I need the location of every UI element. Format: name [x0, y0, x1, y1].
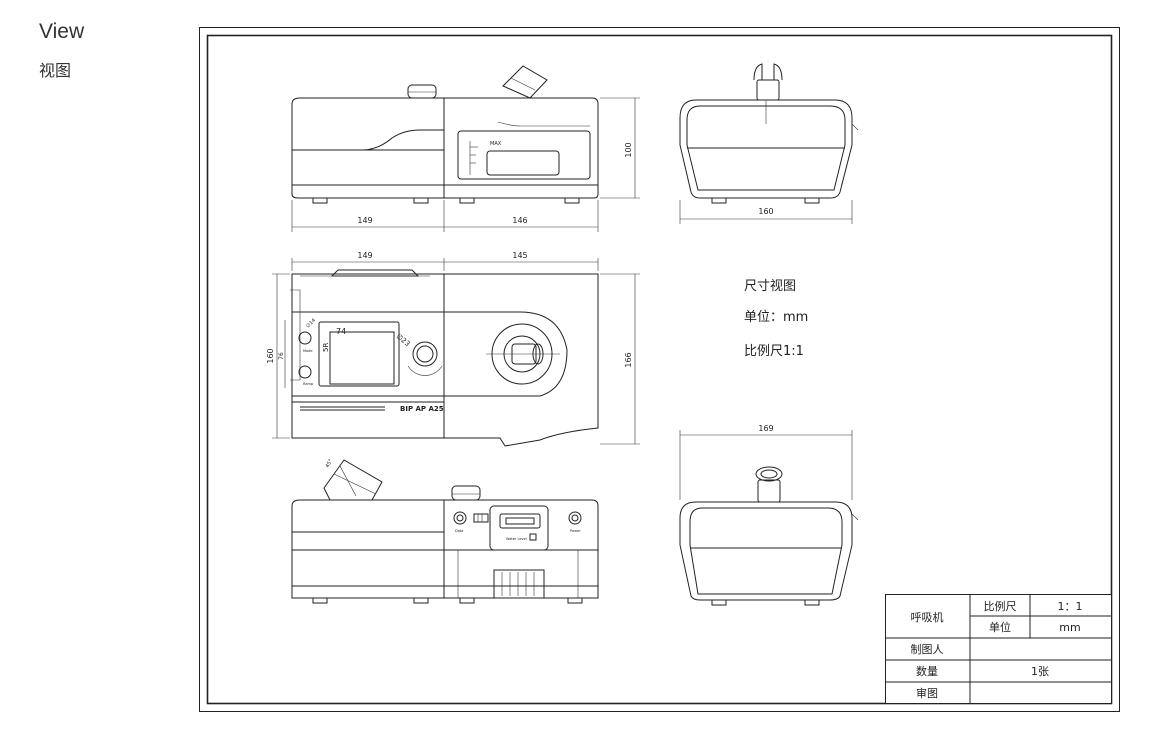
rear-view: 45° Data Water Level Power	[291, 458, 599, 604]
dim-knob: ∅23	[395, 332, 412, 348]
page-title: View	[39, 20, 85, 43]
dim-front-left: 149	[357, 216, 372, 225]
dim-top-left-height: 160	[266, 348, 275, 363]
outer-frame	[199, 27, 1120, 712]
tb-quantity-label: 数量	[916, 665, 938, 678]
dim-top-inner-height: 76	[278, 352, 285, 360]
port-data-label: Data	[455, 529, 463, 533]
dim-top-right: 145	[512, 251, 527, 260]
side-view-bottom: 169	[679, 424, 859, 606]
max-mark: MAX	[490, 141, 502, 147]
dim-tube-angle: 45°	[325, 458, 335, 469]
tb-review-label: 审图	[916, 686, 938, 700]
btn-ramp-label: Ramp	[303, 382, 314, 386]
dim-top-right-height: 166	[624, 352, 633, 367]
front-view: MAX 149 146 100	[291, 65, 640, 232]
inner-frame	[206, 34, 1113, 705]
notes: 尺寸视图 单位：mm 比例尺1:1	[744, 279, 808, 359]
tb-drafter-label: 制图人	[911, 643, 944, 656]
tb-quantity-value: 1张	[1031, 665, 1049, 678]
port-water-label: Water Level	[506, 537, 527, 541]
dim-screen-height: 5R	[322, 343, 330, 352]
brand-label: BIP AP A25	[400, 405, 444, 413]
dim-side-bottom-width: 169	[758, 424, 773, 433]
notes-scale: 比例尺1:1	[744, 344, 804, 359]
page-subtitle: 视图	[39, 61, 72, 80]
dim-front-right: 146	[512, 216, 527, 225]
tb-unit-label: 单位	[989, 620, 1011, 634]
dim-screen-width: 74	[336, 327, 346, 336]
dim-front-height: 100	[624, 142, 633, 157]
tb-unit-value: mm	[1059, 621, 1080, 634]
tb-product: 呼吸机	[911, 610, 944, 624]
notes-unit: 单位：mm	[744, 310, 808, 325]
tb-scale-value: 1：1	[1058, 600, 1083, 613]
notes-title: 尺寸视图	[744, 279, 796, 294]
dim-side-top-width: 160	[758, 207, 773, 216]
dim-top-left: 149	[357, 251, 372, 260]
title-block: 呼吸机 比例尺 1：1 单位 mm 制图人 数量 1张 审图	[885, 594, 1112, 704]
side-view-top: 160	[679, 63, 859, 224]
port-power-label: Power	[570, 529, 581, 533]
top-view: Mode Ramp BIP AP A25 149 145 160 76 166 …	[266, 251, 640, 447]
tb-scale-label: 比例尺	[984, 599, 1017, 613]
btn-mode-label: Mode	[303, 349, 313, 353]
dim-button: ∅14	[305, 318, 317, 330]
